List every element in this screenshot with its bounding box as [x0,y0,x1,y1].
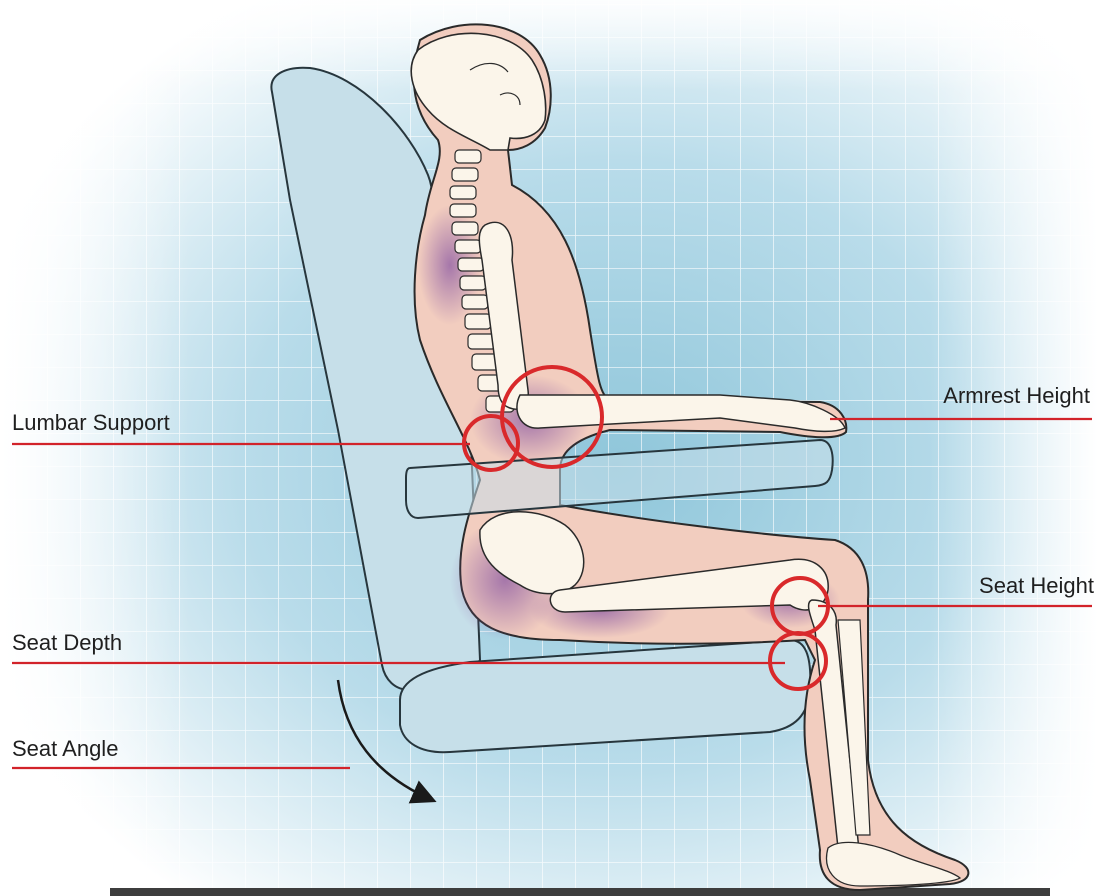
armrest-height-label: Armrest Height [943,385,1090,407]
seat-angle-label: Seat Angle [12,738,118,760]
lumbar-support-label: Lumbar Support [12,412,170,434]
seat-height-label: Seat Height [979,575,1094,597]
seat-depth-label: Seat Depth [12,632,122,654]
